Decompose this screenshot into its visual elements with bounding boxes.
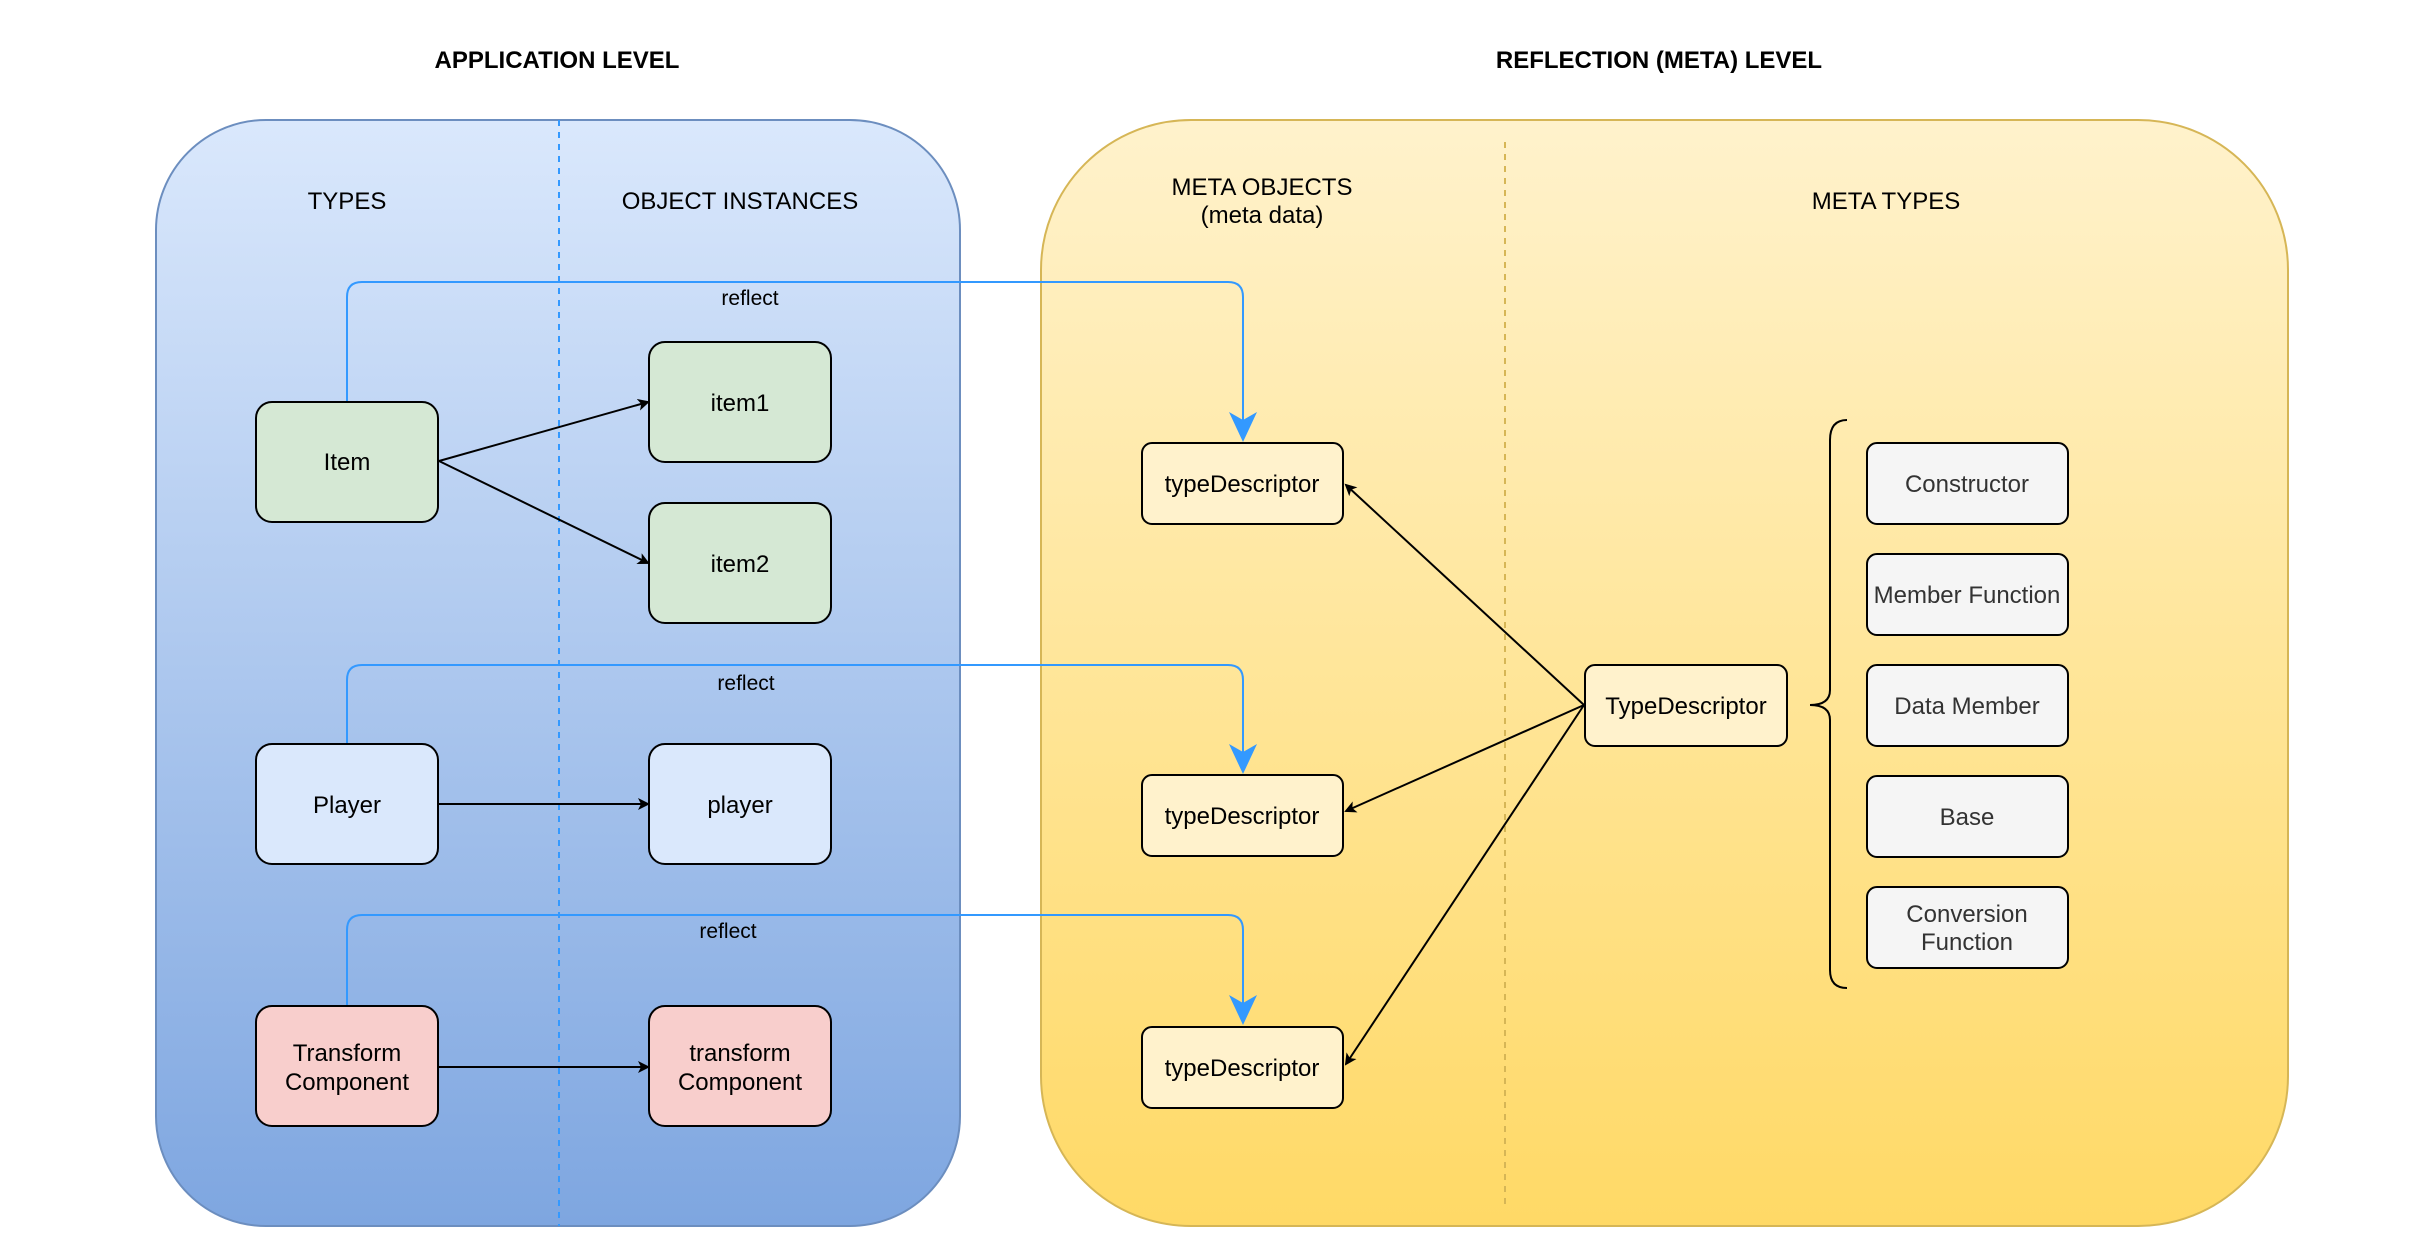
- meta-type-constructor-label: Constructor: [1905, 471, 2029, 498]
- instance-node-item1[interactable]: item1: [648, 341, 832, 463]
- type-node-player[interactable]: Player: [255, 743, 439, 865]
- arrow-item-to-item1: [438, 398, 650, 462]
- instance-node-item2[interactable]: item2: [648, 502, 832, 624]
- meta-object-2-label: typeDescriptor: [1165, 803, 1320, 830]
- meta-type-constructor[interactable]: Constructor: [1866, 442, 2069, 525]
- type-descriptor-label: TypeDescriptor: [1605, 693, 1766, 720]
- reflect-arrowhead-item: [1229, 412, 1257, 442]
- reflection-level-heading: REFLECTION (META) LEVEL: [1496, 47, 1822, 74]
- arrow-typedescriptor-to-meta1: [1344, 483, 1585, 706]
- arrow-typedescriptor-to-meta2: [1344, 704, 1585, 813]
- meta-type-data-member[interactable]: Data Member: [1866, 664, 2069, 747]
- meta-types-brace: [1809, 419, 1848, 989]
- reflect-label-player: reflect: [717, 672, 774, 695]
- meta-object-3-label: typeDescriptor: [1165, 1055, 1320, 1082]
- reflect-connector-player: [346, 664, 1244, 762]
- types-column-label: TYPES: [308, 188, 387, 215]
- meta-object-typedescriptor-1[interactable]: typeDescriptor: [1141, 442, 1344, 525]
- object-instances-column-label: OBJECT INSTANCES: [622, 188, 858, 215]
- reflect-connector-item: [346, 281, 1244, 430]
- instance-node-player[interactable]: player: [648, 743, 832, 865]
- meta-type-member-function[interactable]: Member Function: [1866, 553, 2069, 636]
- type-node-item[interactable]: Item: [255, 401, 439, 523]
- meta-objects-column-sublabel: (meta data): [1201, 202, 1324, 229]
- arrow-typedescriptor-to-meta3: [1344, 704, 1585, 1066]
- meta-type-base-label: Base: [1940, 804, 1995, 831]
- reflect-label-transform: reflect: [699, 920, 756, 943]
- type-node-item-label: Item: [324, 449, 371, 476]
- instance-node-transform-label-line1: transform: [689, 1040, 790, 1067]
- reflect-arrowhead-transform: [1229, 995, 1257, 1025]
- type-node-player-label: Player: [313, 792, 381, 819]
- instance-node-player-label: player: [707, 792, 772, 819]
- meta-types-column-label: META TYPES: [1812, 188, 1961, 215]
- type-descriptor-node[interactable]: TypeDescriptor: [1584, 664, 1788, 747]
- meta-type-base[interactable]: Base: [1866, 775, 2069, 858]
- application-level-heading: APPLICATION LEVEL: [435, 47, 680, 74]
- reflect-connector-transform: [346, 914, 1244, 1013]
- instance-node-transform-label-line2: Component: [678, 1069, 802, 1096]
- type-node-transform-label-line1: Transform: [293, 1040, 401, 1067]
- arrow-item-to-item2: [438, 460, 650, 565]
- meta-objects-column-label: META OBJECTS: [1172, 174, 1353, 201]
- instance-node-transform-component[interactable]: transform Component: [648, 1005, 832, 1127]
- meta-type-conversion-label-line1: Conversion: [1906, 901, 2027, 928]
- meta-object-typedescriptor-3[interactable]: typeDescriptor: [1141, 1026, 1344, 1109]
- instance-node-item1-label: item1: [711, 390, 770, 417]
- instance-node-item2-label: item2: [711, 551, 770, 578]
- meta-type-conversion-function[interactable]: Conversion Function: [1866, 886, 2069, 969]
- type-node-transform-component[interactable]: Transform Component: [255, 1005, 439, 1127]
- type-node-transform-label-line2: Component: [285, 1069, 409, 1096]
- meta-object-1-label: typeDescriptor: [1165, 471, 1320, 498]
- meta-type-conversion-label-line2: Function: [1921, 929, 2013, 956]
- meta-object-typedescriptor-2[interactable]: typeDescriptor: [1141, 774, 1344, 857]
- reflect-arrowhead-player: [1229, 744, 1257, 774]
- meta-type-member-function-label: Member Function: [1874, 582, 2061, 609]
- reflect-label-item: reflect: [721, 287, 778, 310]
- meta-type-data-member-label: Data Member: [1894, 693, 2039, 720]
